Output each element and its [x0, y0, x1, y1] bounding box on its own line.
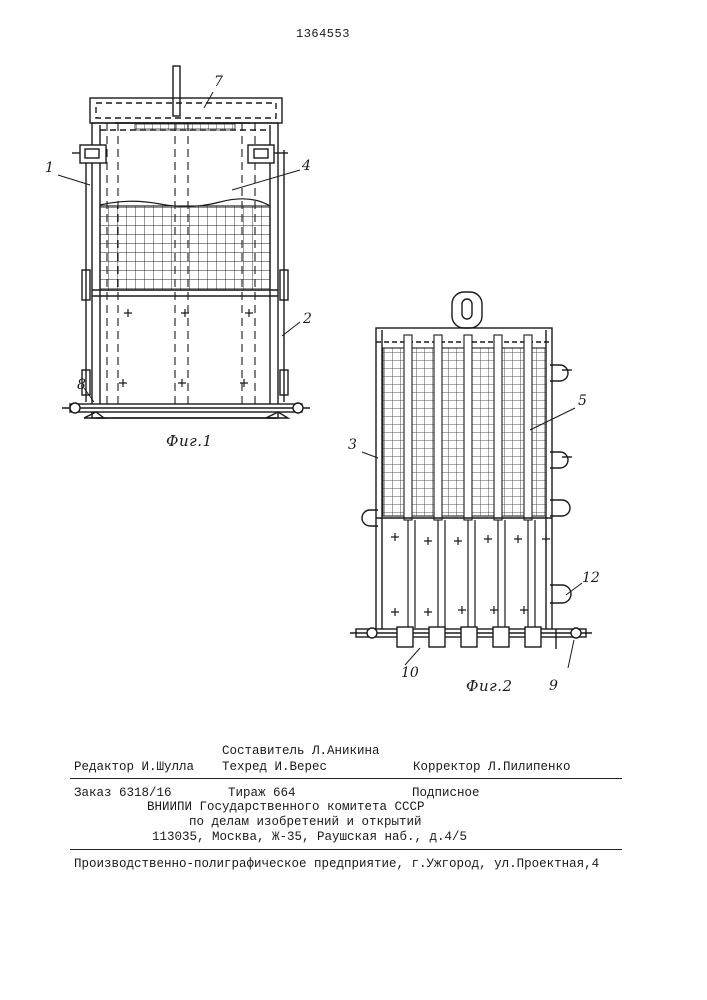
mesh-panel — [100, 206, 270, 290]
label-3: 3 — [348, 437, 357, 453]
label-12: 12 — [582, 570, 600, 586]
clamp-left — [72, 145, 106, 163]
corrector-line: Корректор Л.Пилипенко — [413, 760, 571, 774]
circulation-line: Тираж 664 — [228, 786, 296, 800]
label-4: 4 — [302, 158, 311, 174]
divider-bottom — [70, 849, 622, 850]
label-7: 7 — [214, 74, 223, 90]
label-9: 9 — [549, 678, 558, 694]
compiler-line: Составитель Л.Аникина — [222, 744, 380, 758]
label-1: 1 — [45, 160, 54, 176]
editor-line: Редактор И.Шулла — [74, 760, 194, 774]
org-line-2: по делам изобретений и открытий — [189, 815, 422, 829]
figure2-drawing — [350, 292, 592, 668]
suspension-rod — [173, 66, 180, 116]
printer-line: Производственно-полиграфическое предприя… — [74, 857, 599, 871]
lifting-eye — [452, 292, 482, 328]
techred-line: Техред И.Верес — [222, 760, 327, 774]
technical-drawing — [0, 0, 707, 720]
label-5: 5 — [578, 393, 587, 409]
org-line-1: ВНИИПИ Государственного комитета СССР — [147, 800, 425, 814]
figure2-caption: Фиг.2 — [466, 677, 513, 695]
label-2: 2 — [303, 311, 312, 327]
clamp-right — [248, 145, 288, 163]
label-8: 8 — [77, 377, 86, 393]
org-line-3: 113035, Москва, Ж-35, Раушская наб., д.4… — [152, 830, 467, 844]
order-line: Заказ 6318/16 — [74, 786, 172, 800]
label-10: 10 — [401, 665, 419, 681]
top-frame — [90, 98, 282, 123]
figure1-caption: Фиг.1 — [166, 432, 213, 450]
subscription-line: Подписное — [412, 786, 480, 800]
figure1-drawing — [58, 66, 310, 418]
divider-top — [70, 778, 622, 779]
